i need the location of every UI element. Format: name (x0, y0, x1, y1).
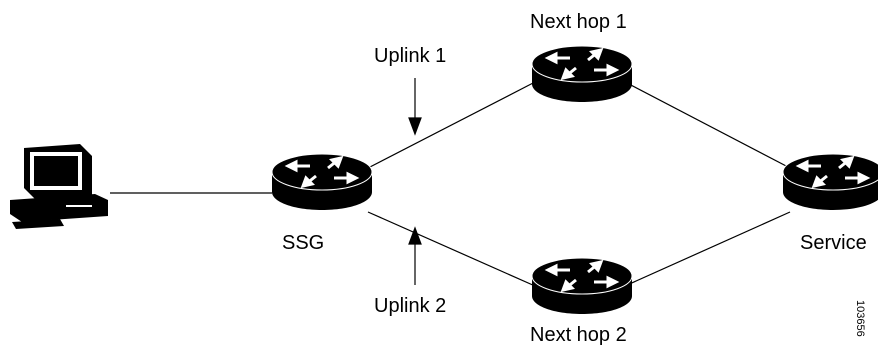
workstation-icon (10, 144, 108, 229)
link-nexthop1-service (624, 81, 791, 169)
uplink-2-arrow (408, 226, 422, 285)
ssg-label: SSG (282, 232, 325, 254)
next-hop-2-router-icon (530, 256, 634, 316)
uplink-2-label: Uplink 2 (374, 295, 447, 317)
figure-id-label: 103656 (854, 300, 866, 337)
link-ssg-nexthop1 (367, 81, 536, 169)
uplink-1-arrow (408, 78, 422, 136)
service-label: Service (800, 232, 867, 254)
link-nexthop2-service (624, 211, 791, 287)
connection-lines (110, 81, 791, 287)
next-hop-1-router-icon (530, 44, 634, 104)
link-ssg-nexthop2 (367, 211, 536, 287)
uplink-1-label: Uplink 1 (374, 45, 447, 67)
next-hop-1-label: Next hop 1 (530, 11, 627, 33)
service-router-icon (781, 152, 878, 212)
ssg-router-icon (270, 152, 374, 212)
next-hop-2-label: Next hop 2 (530, 324, 627, 346)
